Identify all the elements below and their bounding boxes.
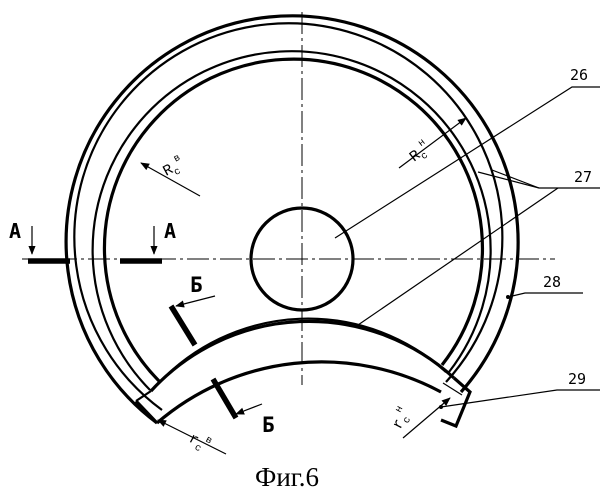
callout-26: 26 bbox=[570, 66, 588, 84]
callout-28-dot bbox=[506, 295, 510, 299]
callout-27-leader-c bbox=[358, 188, 558, 325]
callout-28-leader bbox=[508, 293, 583, 297]
callout-27-leader-b bbox=[492, 170, 539, 188]
callout-27: 27 bbox=[574, 168, 592, 186]
radius-label-inner-lower: rcв bbox=[184, 428, 213, 458]
section-b-lower-label: Б bbox=[262, 413, 275, 437]
right-end-tick bbox=[443, 383, 462, 395]
section-a-right-label: А bbox=[164, 219, 176, 243]
outer-casing-outer-edge bbox=[66, 16, 518, 423]
section-b-lower-arrow bbox=[236, 404, 262, 414]
outer-casing-inner-edge bbox=[74, 23, 502, 410]
section-a-left-label: А bbox=[9, 219, 21, 243]
radius-outer-lower-leader bbox=[403, 398, 450, 438]
figure-caption: Фиг.6 bbox=[255, 462, 319, 492]
callout-28: 28 bbox=[543, 273, 561, 291]
inner-ring-inner-edge bbox=[104, 59, 482, 381]
section-b-lower-mark bbox=[213, 379, 236, 418]
lower-arc-bottom-edge bbox=[157, 362, 441, 423]
section-b-upper-mark bbox=[171, 306, 195, 345]
inner-ring-outer-edge bbox=[93, 51, 491, 390]
section-b-upper-label: Б bbox=[190, 273, 203, 297]
callout-26-leader bbox=[335, 87, 600, 238]
radius-label-outer-upper: Rcн bbox=[405, 137, 436, 168]
callout-29: 29 bbox=[568, 370, 586, 388]
section-b-upper-arrow bbox=[176, 296, 215, 306]
radius-label-inner-upper: Rcв bbox=[159, 153, 188, 183]
callout-29-dot bbox=[439, 405, 443, 409]
